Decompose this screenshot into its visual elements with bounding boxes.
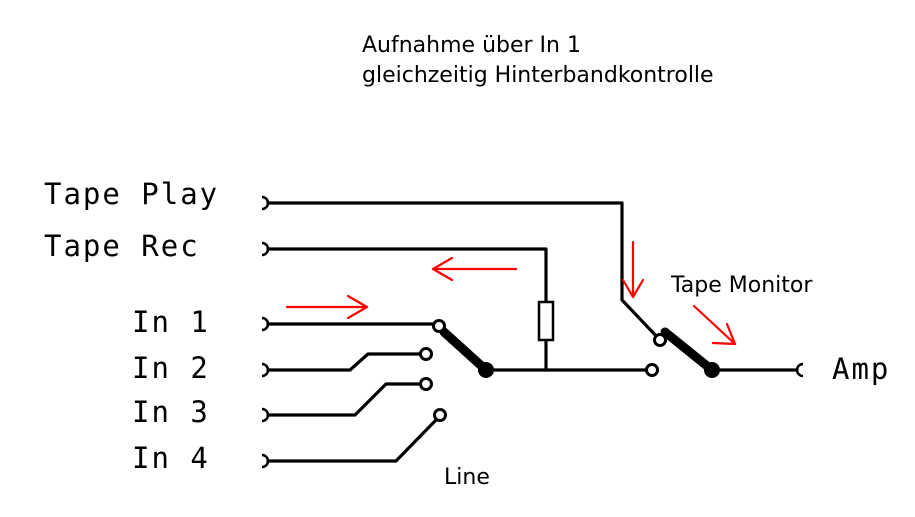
wire-tape-play [266,201,662,342]
label-in-4: In 4 [132,441,210,475]
label-in-3: In 3 [132,395,210,429]
monitor-switch-pivot [704,362,720,378]
line-switch-pivot [478,362,494,378]
arrow-tape-play-down [621,240,645,299]
wire-in-2 [266,352,423,372]
label-line-switch: Line [444,465,490,490]
label-amp: Amp [832,352,890,386]
line-switch-arm [439,327,491,375]
resistor [537,300,555,342]
title-line-2: gleichzeitig Hinterbandkontrolle [362,63,714,88]
label-tape-play: Tape Play [44,177,219,211]
label-tape-rec: Tape Rec [44,229,200,263]
line-contact-in-1 [432,319,446,333]
arrow-record-feed [431,256,518,282]
label-in-2: In 2 [132,351,210,385]
label-in-1: In 1 [132,305,210,339]
monitor-contact-line [645,363,659,377]
label-tape-monitor: Tape Monitor [670,273,813,298]
monitor-contact-tape [653,333,667,347]
line-contact-in-3 [419,377,433,391]
line-contact-in-2 [419,347,433,361]
arrow-to-amp [692,304,737,346]
line-contact-in-4 [433,408,447,422]
wire-tape-rec [266,247,548,372]
monitor-switch-arm [660,327,717,375]
wire-in-3 [266,382,422,417]
arrow-in-1-signal [285,294,369,320]
title-line-1: Aufnahme über In 1 [362,33,581,58]
wire-in-4 [266,418,438,463]
